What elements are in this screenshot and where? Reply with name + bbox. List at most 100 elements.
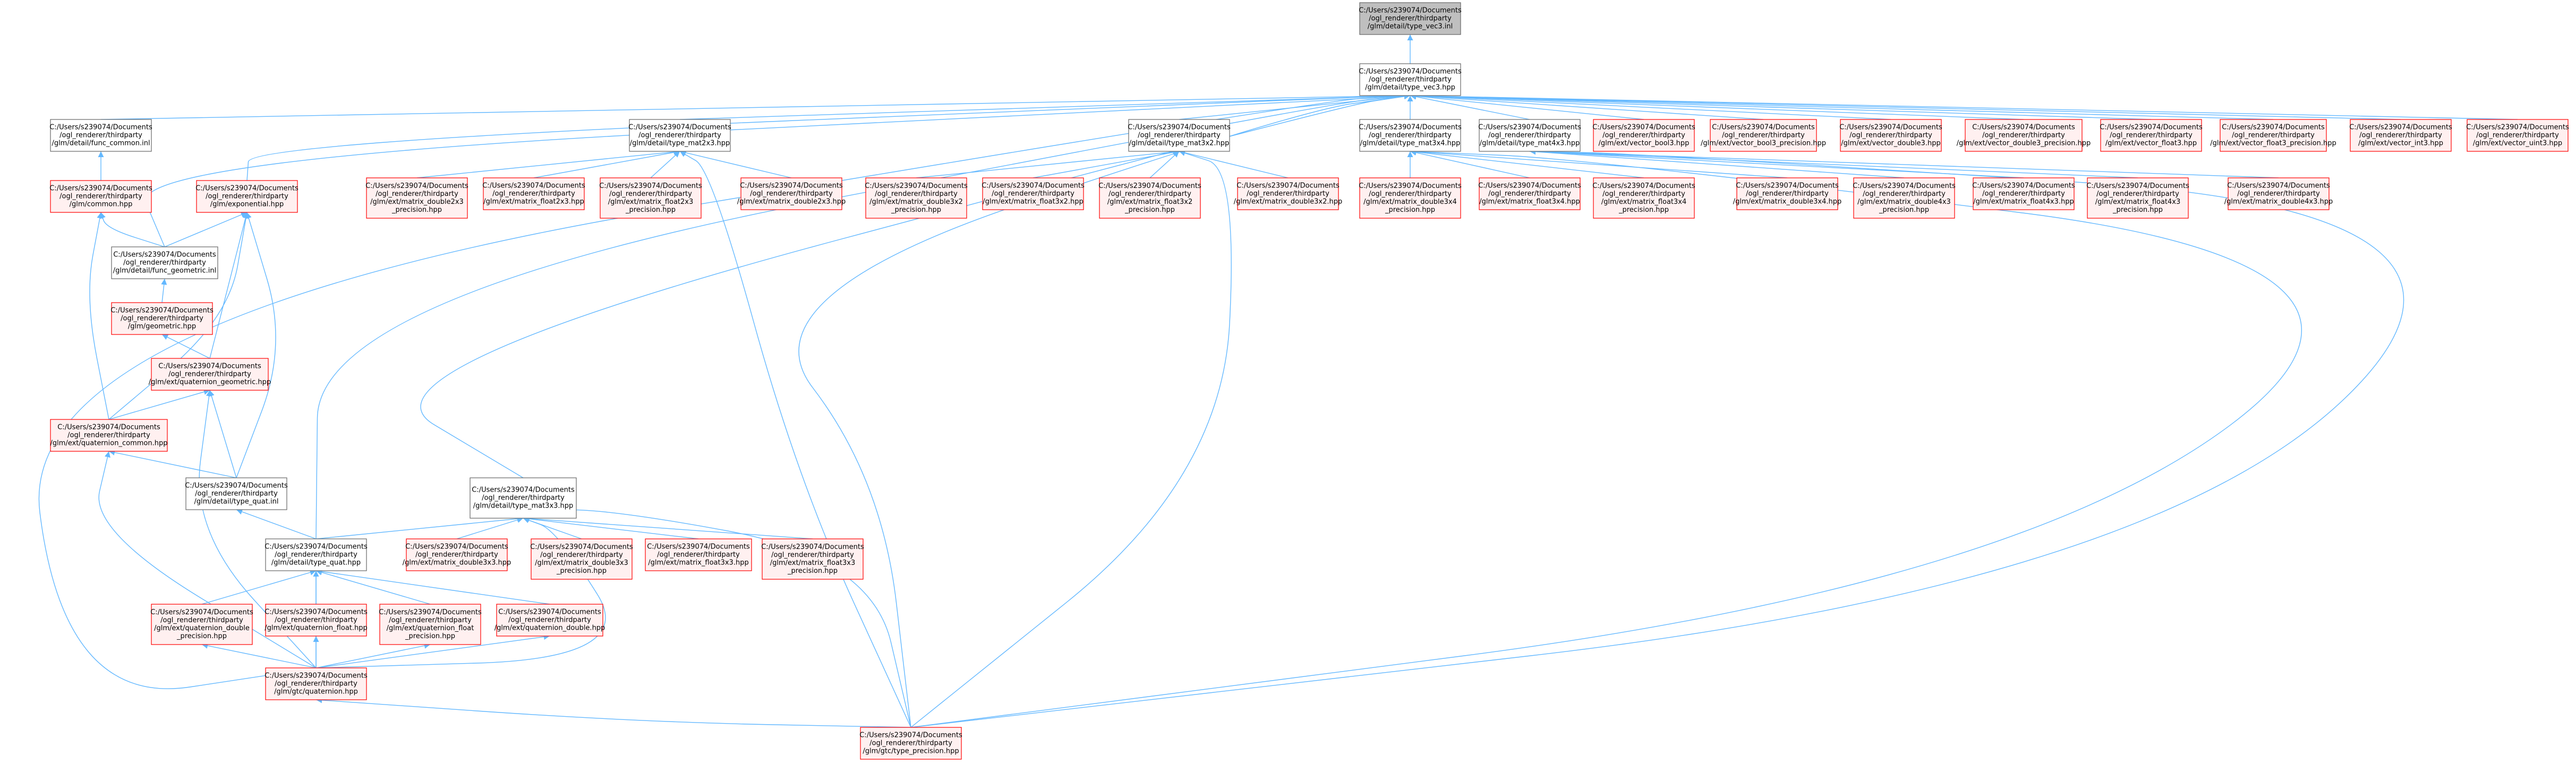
node-precision-hpp: C:/Users/s239074/Documents/ogl_renderer/…: [1359, 177, 1462, 219]
edge-n-quat-common-to-n-common: [89, 212, 109, 420]
node-label-line: /ogl_renderer/thirdparty: [1602, 190, 1685, 198]
node-label-line: /ogl_renderer/thirdparty: [275, 616, 357, 624]
node-glm-ext-matrix-float3x3-hpp: C:/Users/s239074/Documents/ogl_renderer/…: [645, 538, 752, 571]
node-label-line: C:/Users/s239074/Documents: [57, 424, 160, 432]
node-label-line: /ogl_renderer/thirdparty: [1369, 76, 1452, 84]
node-box: [2467, 119, 2569, 152]
edge-n-mf3x4p-to-n-mat3x4: [1410, 149, 1644, 178]
node-label-line: /glm/ext/matrix_float3x2: [1107, 198, 1193, 206]
file-nodes: C:/Users/s239074/Documents/ogl_renderer/…: [49, 2, 2569, 760]
node-label-line: /ogl_renderer/thirdparty: [750, 190, 833, 198]
node-glm-exponential-hpp: C:/Users/s239074/Documents/ogl_renderer/…: [195, 180, 298, 213]
node-label-line: /ogl_renderer/thirdparty: [275, 680, 357, 688]
edge-n-gtc-quat-to-n-quat-double-p: [201, 642, 317, 668]
node-precision-hpp: C:/Users/s239074/Documents/ogl_renderer/…: [150, 604, 253, 645]
node-label-line: /ogl_renderer/thirdparty: [160, 616, 243, 624]
node-label-line: C:/Users/s239074/Documents: [2100, 124, 2203, 132]
node-label-line: /ogl_renderer/thirdparty: [2359, 132, 2442, 140]
node-glm-detail-type-quat-inl[interactable]: C:/Users/s239074/Documents/ogl_renderer/…: [185, 477, 288, 510]
node-label-line: /glm/ext/matrix_float3x4: [1601, 198, 1687, 206]
dependency-edges: [38, 35, 2518, 728]
edge-n-md4x3p-to-n-mat4x3: [1529, 149, 1905, 178]
node-box: [531, 538, 633, 580]
node-label-line: /ogl_renderer/thirdparty: [121, 315, 203, 323]
node-box: [860, 727, 962, 760]
node-box: [2350, 119, 2452, 152]
node-label-line: C:/Users/s239074/Documents: [1592, 124, 1695, 132]
node-glm-detail-type-quat-hpp[interactable]: C:/Users/s239074/Documents/ogl_renderer/…: [265, 538, 368, 571]
node-label-line: C:/Users/s239074/Documents: [150, 608, 253, 616]
node-label-line: /ogl_renderer/thirdparty: [482, 494, 565, 502]
node-glm-detail-type-vec3-inl[interactable]: C:/Users/s239074/Documents/ogl_renderer/…: [1359, 2, 1462, 35]
node-label-line: /ogl_renderer/thirdparty: [1488, 132, 1571, 140]
node-box: [1736, 177, 1838, 210]
edge-n-func-geometric-inl-to-n-common: [100, 212, 165, 247]
edge-n-uint3-to-n-vec3: [1410, 92, 2518, 120]
node-box: [982, 177, 1084, 210]
node-label-line: C:/Users/s239074/Documents: [1128, 124, 1231, 132]
node-label-line: C:/Users/s239074/Documents: [405, 543, 508, 551]
node-glm-ext-matrix-double4x3-hpp: C:/Users/s239074/Documents/ogl_renderer/…: [2224, 177, 2333, 210]
edge-n-gtc-type-prec-to-n-mat2x3: [679, 151, 911, 728]
node-label-line: C:/Users/s239074/Documents: [2466, 124, 2569, 132]
node-glm-detail-type-mat3x3-hpp[interactable]: C:/Users/s239074/Documents/ogl_renderer/…: [470, 477, 577, 519]
node-label-line: /ogl_renderer/thirdparty: [59, 193, 142, 201]
node-glm-detail-type-mat2x3-hpp[interactable]: C:/Users/s239074/Documents/ogl_renderer/…: [628, 119, 731, 152]
node-label-line: /glm/ext/matrix_float2x3: [608, 198, 694, 206]
edge-n-type-quat-inl-to-n-exponential: [236, 212, 276, 478]
node-glm-detail-type-vec3-hpp[interactable]: C:/Users/s239074/Documents/ogl_renderer/…: [1359, 63, 1462, 96]
node-glm-ext-matrix-double2x3-hpp: C:/Users/s239074/Documents/ogl_renderer/…: [737, 177, 846, 210]
node-glm-detail-type-mat4x3-hpp[interactable]: C:/Users/s239074/Documents/ogl_renderer/…: [1478, 119, 1581, 152]
node-glm-detail-type-mat3x4-hpp[interactable]: C:/Users/s239074/Documents/ogl_renderer/…: [1359, 119, 1462, 152]
node-glm-detail-func-common-inl[interactable]: C:/Users/s239074/Documents/ogl_renderer/…: [49, 119, 152, 152]
node-label-line: /glm/ext/vector_bool3.hpp: [1599, 140, 1690, 148]
node-label-line: /glm/gtc/type_precision.hpp: [863, 748, 959, 756]
node-label-line: /glm/gtc/quaternion.hpp: [274, 688, 358, 696]
node-box: [1710, 119, 1817, 152]
node-box: [265, 667, 367, 700]
node-label-line: /ogl_renderer/thirdparty: [875, 190, 958, 198]
node-glm-detail-type-mat3x2-hpp[interactable]: C:/Users/s239074/Documents/ogl_renderer/…: [1128, 119, 1231, 152]
node-label-line: /glm/ext/vector_uint3.hpp: [2473, 140, 2562, 148]
edge-n-gtc-quat-to-n-quat-float-p: [315, 642, 431, 668]
node-box: [740, 177, 842, 210]
node-box: [1359, 2, 1461, 35]
node-label-line: /glm/ext/vector_float3.hpp: [2105, 140, 2197, 148]
node-label-line: /glm/ext/matrix_double3x2: [869, 198, 963, 206]
node-precision-hpp: C:/Users/s239074/Documents/ogl_renderer/…: [865, 177, 968, 219]
edge-n-int3-to-n-vec3: [1410, 92, 2401, 120]
node-label-line: _precision.hpp: [1879, 206, 1929, 214]
node-label-line: C:/Users/s239074/Documents: [472, 486, 575, 494]
node-box: [1965, 119, 2083, 152]
edge-n-quat-common-to-n-quat-geometric: [108, 389, 210, 420]
node-label-line: /ogl_renderer/thirdparty: [195, 490, 278, 498]
node-glm-detail-func-geometric-inl[interactable]: C:/Users/s239074/Documents/ogl_renderer/…: [111, 246, 218, 279]
node-glm-ext-vector-int3-hpp: C:/Users/s239074/Documents/ogl_renderer/…: [2349, 119, 2452, 152]
edge-n-func-common-inl-to-n-vec3: [100, 92, 1411, 120]
edge-n-mf3x2p-to-n-mat3x2: [1149, 151, 1180, 178]
node-box: [2087, 177, 2189, 219]
node-label-line: C:/Users/s239074/Documents: [1853, 182, 1956, 190]
edge-n-mat2x3-to-n-vec3: [679, 92, 1411, 120]
node-label-line: /glm/ext/quaternion_common.hpp: [50, 440, 168, 448]
node-label-line: /ogl_renderer/thirdparty: [1138, 132, 1221, 140]
node-label-line: /glm/ext/vector_int3.hpp: [2358, 140, 2443, 148]
node-glm-ext-vector-bool3-precision-hpp: C:/Users/s239074/Documents/ogl_renderer/…: [1701, 119, 1826, 152]
edge-n-mat3x3-to-n-vec3: [420, 93, 1411, 478]
node-label-line: /ogl_renderer/thirdparty: [1722, 132, 1805, 140]
node-glm-common-hpp: C:/Users/s239074/Documents/ogl_renderer/…: [49, 180, 152, 213]
node-label-line: C:/Users/s239074/Documents: [110, 307, 214, 315]
node-box: [1237, 177, 1339, 210]
node-label-line: C:/Users/s239074/Documents: [1972, 124, 2075, 132]
edge-n-mf2x3p-to-n-mat2x3: [650, 151, 680, 178]
edge-n-float3p-to-n-vec3: [1410, 92, 2274, 120]
node-box: [1973, 177, 2075, 210]
node-glm-ext-matrix-double3x4-hpp: C:/Users/s239074/Documents/ogl_renderer/…: [1733, 177, 1841, 210]
node-label-line: C:/Users/s239074/Documents: [1712, 124, 1815, 132]
node-box: [1099, 177, 1201, 219]
node-glm-ext-vector-float3-hpp: C:/Users/s239074/Documents/ogl_renderer/…: [2100, 119, 2203, 152]
edge-n-md2x3b-to-n-mat2x3: [679, 150, 792, 178]
node-glm-ext-matrix-double3x2-hpp: C:/Users/s239074/Documents/ogl_renderer/…: [1234, 177, 1342, 210]
node-label-line: C:/Users/s239074/Documents: [265, 608, 368, 616]
node-box: [2100, 119, 2202, 152]
